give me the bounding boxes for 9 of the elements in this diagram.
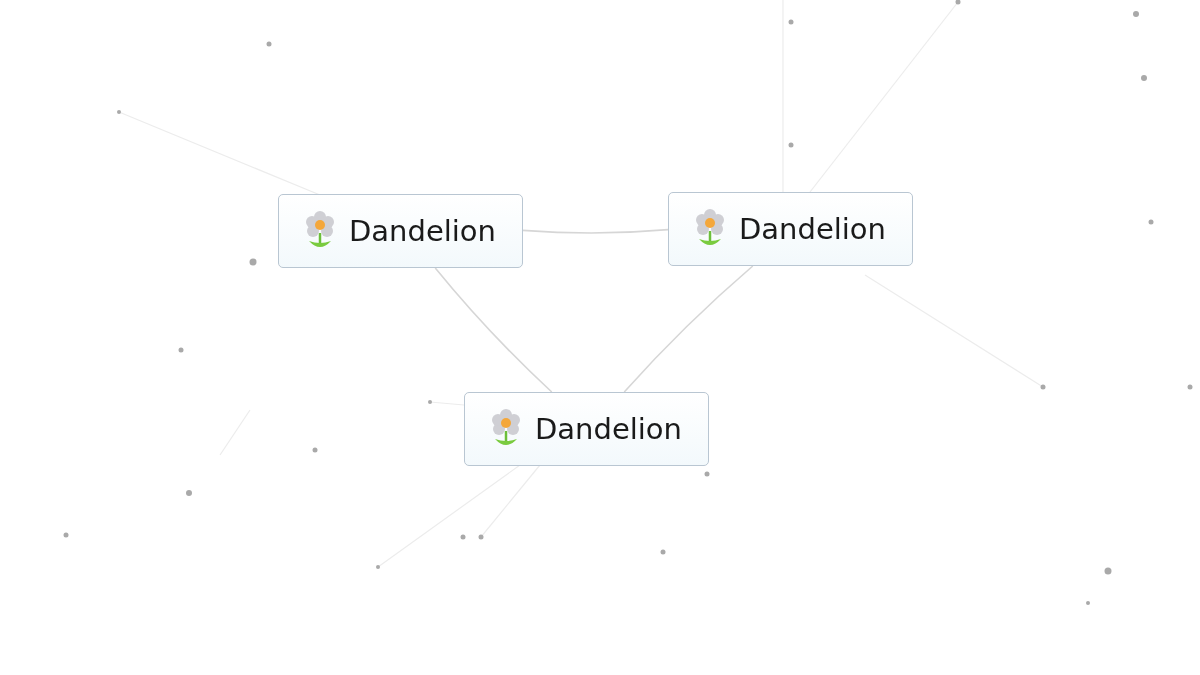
element-name: Dandelion xyxy=(349,214,496,248)
connector-line xyxy=(434,267,553,393)
connector-line xyxy=(522,228,669,234)
element-name: Dandelion xyxy=(535,412,682,446)
element-tile xyxy=(668,192,913,266)
element-tile xyxy=(278,194,523,268)
element-name: Dandelion xyxy=(739,212,886,246)
element-tile xyxy=(464,392,709,466)
connector-line xyxy=(623,265,754,393)
